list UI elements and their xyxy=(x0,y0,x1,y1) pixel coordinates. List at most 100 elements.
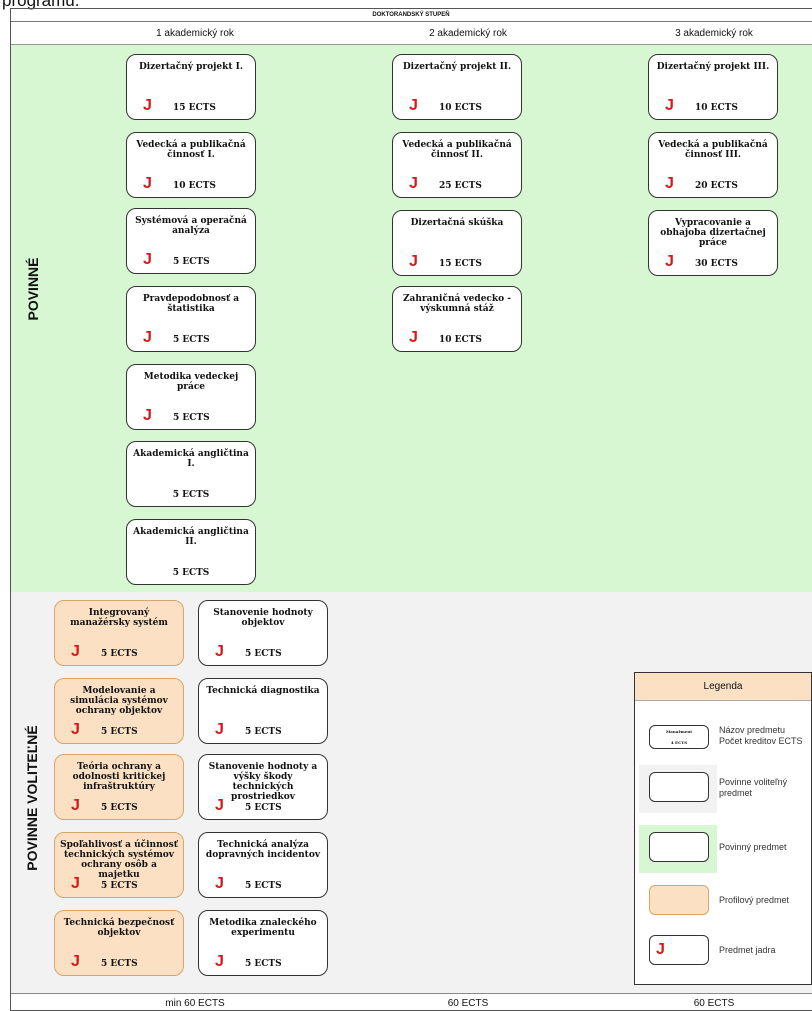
legend-text-mandatory: Povinný predmet xyxy=(719,842,787,852)
core-mark-icon: J xyxy=(409,253,418,270)
legend-mandatory-box xyxy=(649,832,709,862)
course-card: Technická diagnostika 5 ECTS J xyxy=(198,678,328,744)
course-card: Vedecká a publikačná činnosť III. 20 ECTS… xyxy=(648,132,778,198)
course-name: Stanovenie hodnoty objektov xyxy=(213,608,313,628)
course-name: Technická analýza dopravných incidentov xyxy=(205,840,321,860)
course-name: Dizertačná skúška xyxy=(410,218,504,228)
course-ects: 10 ECTS xyxy=(439,103,482,113)
course-card: Zahraničná vedecko - výskumná stáž 10 ECT… xyxy=(392,286,522,352)
course-card: Akademická angličtina I. 5 ECTS xyxy=(126,441,256,507)
course-ects: 5 ECTS xyxy=(101,959,138,969)
course-name: Vedecká a publikačná činnosť III. xyxy=(658,140,768,160)
footer-divider xyxy=(10,993,812,994)
core-mark-icon: J xyxy=(409,97,418,114)
course-name: Metodika znaleckého experimentu xyxy=(209,918,317,938)
core-mark-icon: J xyxy=(143,175,152,192)
course-name: Zahraničná vedecko - výskumná stáž xyxy=(402,294,512,314)
course-card: Modelovanie a simulácia systémov ochrany… xyxy=(54,678,184,744)
course-name: Dizertačný projekt I. xyxy=(138,62,244,72)
course-card: Akademická angličtina II.5 ECTS xyxy=(126,519,256,585)
top-caption: programu. xyxy=(2,0,80,10)
year-1-heading: 1 akademický rok xyxy=(156,28,234,39)
course-card: Spoľahlivosť a účinnosť technických syst… xyxy=(54,832,184,898)
core-mark-icon: J xyxy=(665,253,674,270)
course-name: Akademická angličtina II. xyxy=(133,527,249,547)
legend-sample-name: Manažment xyxy=(665,729,693,734)
course-name: Systémová a operačná analýza xyxy=(135,216,247,236)
course-name: Teória ochrany a odolnosti kritickej inf… xyxy=(72,762,166,792)
course-ects: 5 ECTS xyxy=(173,257,210,267)
course-ects: 5 ECTS xyxy=(173,335,210,345)
core-mark-icon: J xyxy=(71,875,80,892)
core-mark-icon: J xyxy=(409,175,418,192)
core-mark-icon: J xyxy=(215,797,224,814)
core-mark-icon: J xyxy=(143,251,152,268)
course-card: Pravdepodobnosť a štatistika 5 ECTS J xyxy=(126,286,256,352)
year-3-heading: 3 akademický rok xyxy=(675,28,753,39)
course-ects: 5 ECTS xyxy=(101,803,138,813)
legend-core-box: J xyxy=(649,935,709,965)
course-name: Dizertačný projekt III. xyxy=(656,62,770,72)
course-ects: 5 ECTS xyxy=(245,803,282,813)
diagram-frame xyxy=(10,8,812,1011)
core-mark-icon: J xyxy=(71,643,80,660)
course-ects: 10 ECTS xyxy=(695,103,738,113)
legend-text-name-credits: Názov predmetu Počet kreditov ECTS xyxy=(719,725,803,746)
course-name: Akademická angličtina I. xyxy=(133,449,249,469)
course-card: Metodika znaleckého experimentu 5 ECTS J xyxy=(198,910,328,976)
course-ects: 15 ECTS xyxy=(173,103,216,113)
legend-sample-card: Manažment 4 ECTS xyxy=(649,725,709,749)
course-ects: 5 ECTS xyxy=(245,727,282,737)
course-ects: 20 ECTS xyxy=(695,181,738,191)
course-name: Vedecká a publikačná činnosť I. xyxy=(136,140,246,160)
course-card: Vedecká a publikačná činnosť I. 10 ECTS J xyxy=(126,132,256,198)
course-card: Teória ochrany a odolnosti kritickej inf… xyxy=(54,754,184,820)
core-mark-icon: J xyxy=(143,97,152,114)
course-name: Dizertačný projekt II. xyxy=(402,62,512,72)
course-ects: 5 ECTS xyxy=(172,490,210,500)
course-ects: 25 ECTS xyxy=(439,181,482,191)
core-mark-icon: J xyxy=(215,953,224,970)
course-name: Pravdepodobnosť a štatistika xyxy=(142,294,240,314)
course-ects: 5 ECTS xyxy=(245,649,282,659)
year-divider xyxy=(10,44,812,45)
course-card: Dizertačná skúška 15 ECTS J xyxy=(392,210,522,276)
course-card: Systémová a operačná analýza 5 ECTS J xyxy=(126,208,256,274)
course-name: Technická diagnostika xyxy=(206,686,320,696)
core-mark-icon: J xyxy=(665,97,674,114)
course-card: Dizertačný projekt II. 10 ECTS J xyxy=(392,54,522,120)
legend-text-elective: Povinne voliteľný predmet xyxy=(719,777,788,798)
footer-year-3: 60 ECTS xyxy=(693,998,735,1009)
core-mark-icon: J xyxy=(409,329,418,346)
legend: Legenda Manažment 4 ECTS Názov predmetu … xyxy=(634,672,812,985)
course-card: Vypracovanie a obhajoba dizertačnej prác… xyxy=(648,210,778,276)
course-name: Vypracovanie a obhajoba dizertačnej prác… xyxy=(660,218,766,248)
course-ects: 10 ECTS xyxy=(173,181,216,191)
core-mark-icon: J xyxy=(71,953,80,970)
course-name: Spoľahlivosť a účinnosť technických syst… xyxy=(60,840,178,880)
core-mark-icon: J xyxy=(656,941,665,958)
legend-title: Legenda xyxy=(635,673,811,701)
course-ects: 15 ECTS xyxy=(439,259,482,269)
core-mark-icon: J xyxy=(71,721,80,738)
course-ects: 10 ECTS xyxy=(439,335,482,345)
course-card: Integrovaný manažérsky systém 5 ECTS J xyxy=(54,600,184,666)
core-mark-icon: J xyxy=(215,721,224,738)
course-name: Integrovaný manažérsky systém xyxy=(70,608,168,628)
course-ects: 5 ECTS xyxy=(101,881,138,891)
course-card: Dizertačný projekt III. 10 ECTS J xyxy=(648,54,778,120)
course-ects: 5 ECTS xyxy=(101,649,138,659)
course-name: Vedecká a publikačná činnosť II. xyxy=(402,140,512,160)
footer-year-2: 60 ECTS xyxy=(447,998,489,1009)
course-name: Technická bezpečnosť objektov xyxy=(63,918,175,938)
year-2-heading: 2 akademický rok xyxy=(429,28,507,39)
course-ects: 5 ECTS xyxy=(245,959,282,969)
course-ects: 5 ECTS xyxy=(101,727,138,737)
legend-profile-box xyxy=(649,885,709,915)
course-name: Modelovanie a simulácia systémov ochrany… xyxy=(70,686,168,716)
course-name: Metodika vedeckej práce xyxy=(143,372,239,392)
core-mark-icon: J xyxy=(143,329,152,346)
core-mark-icon: J xyxy=(665,175,674,192)
